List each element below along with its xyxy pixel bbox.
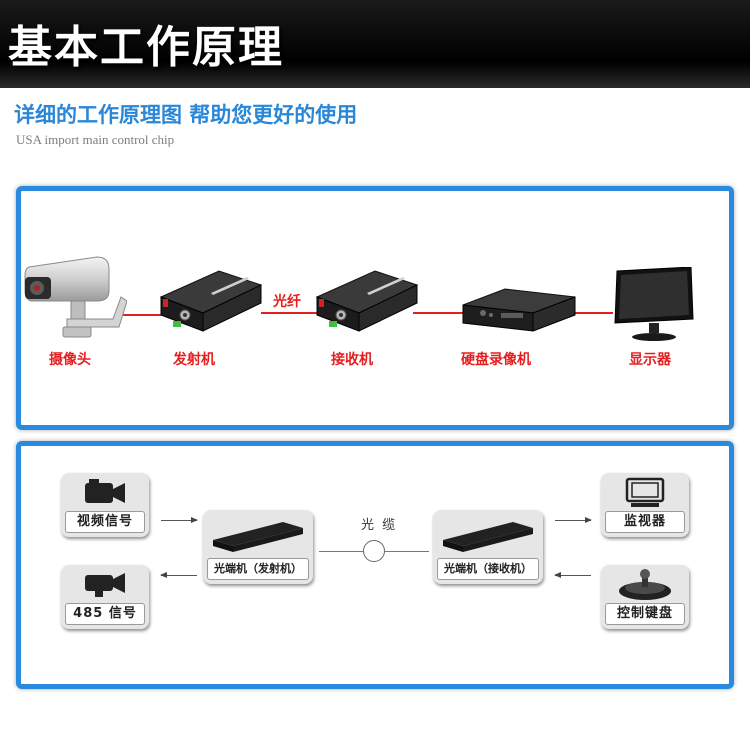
page-subtitle: 详细的工作原理图 帮助您更好的使用 — [14, 103, 358, 127]
label-fiber: 光纤 — [273, 294, 301, 310]
receiver-card: 光端机（接收机） — [433, 510, 543, 584]
receiver-icon — [315, 270, 419, 332]
cable-line-left — [319, 551, 363, 552]
label-dvr: 硬盘录像机 — [461, 352, 531, 368]
arrow-video-to-transmitter — [161, 517, 198, 523]
camera-icon — [24, 256, 127, 338]
arrow-receiver-to-monitor — [555, 517, 592, 523]
cable-line-right — [385, 551, 429, 552]
monitor-card: 监视器 — [601, 473, 689, 537]
rs485-signal-label: 485 信号 — [65, 603, 145, 625]
dvr-icon — [462, 288, 576, 332]
control-camera-icon — [85, 573, 125, 597]
transmitter-label: 光端机（发射机） — [207, 558, 309, 580]
keyboard-label: 控制键盘 — [605, 603, 685, 625]
cable-junction-icon — [363, 540, 385, 562]
label-receiver: 接收机 — [331, 352, 373, 368]
page-title: 基本工作原理 — [8, 22, 284, 73]
transmitter-icon — [159, 270, 263, 332]
rs485-signal-card: 485 信号 — [61, 565, 149, 629]
video-signal-label: 视频信号 — [65, 511, 145, 533]
optical-transmitter-icon — [213, 522, 303, 552]
receiver-label: 光端机（接收机） — [437, 558, 539, 580]
video-camera-icon — [85, 479, 125, 503]
page-subtitle-en: USA import main control chip — [16, 132, 175, 147]
label-camera: 摄像头 — [49, 352, 91, 368]
optical-receiver-icon — [443, 522, 533, 552]
label-monitor: 显示器 — [629, 352, 671, 368]
joystick-keyboard-icon — [619, 569, 671, 600]
label-transmitter: 发射机 — [173, 352, 215, 368]
cable-label: 光 缆 — [361, 518, 398, 533]
monitor-outline-icon — [625, 477, 665, 507]
monitor-icon — [614, 267, 694, 341]
link-dvr-monitor — [573, 312, 613, 314]
transmitter-card: 光端机（发射机） — [203, 510, 313, 584]
arrow-transmitter-to-485 — [160, 572, 197, 578]
device-diagram-panel: 摄像头 发射机 光纤 接收机 硬盘录像机 — [16, 186, 734, 430]
video-signal-card: 视频信号 — [61, 473, 149, 537]
monitor-label: 监视器 — [605, 511, 685, 533]
link-receiver-dvr — [413, 312, 463, 314]
link-camera-transmitter — [121, 314, 161, 316]
link-fiber — [261, 312, 321, 314]
block-diagram-panel: 视频信号 485 信号 光端机（发射机） 光 缆 光端机（接收机） — [16, 441, 734, 689]
arrow-keyboard-to-receiver — [554, 572, 591, 578]
header-bar — [0, 0, 750, 88]
keyboard-card: 控制键盘 — [601, 565, 689, 629]
